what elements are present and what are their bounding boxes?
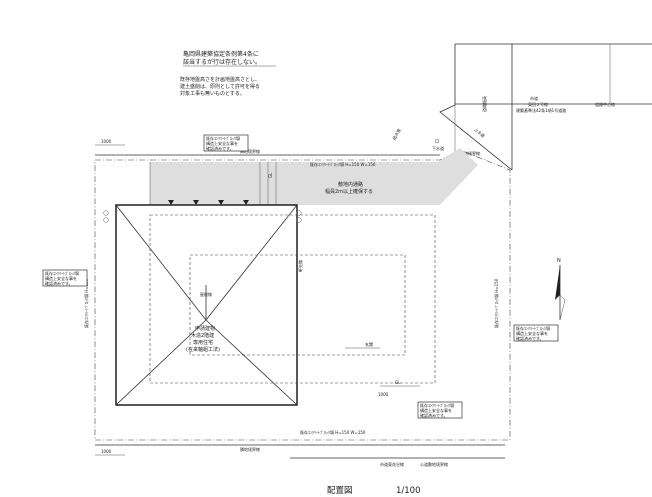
building-outline (115, 204, 298, 406)
second-note-line-1: 既存地盤高さを計画地盤高さとし、 (180, 76, 260, 83)
right-note-mid-2: 構造上安全な事を (516, 330, 548, 336)
corner-marker-4 (296, 217, 302, 223)
dim-top-row: 既存ｺﾝｸﾘｰﾄﾌﾞﾛｯｸ塀 H=150 W=150 (310, 161, 376, 167)
right-note-mid: 既存ｺﾝｸﾘｰﾄﾌﾞﾛｯｸ塀 構造上安全な事を 確認済みです。 (513, 324, 559, 342)
drawing-title-block: 配置図 1/100 (327, 486, 421, 496)
eave-dashed-outer (149, 214, 436, 384)
right-road-label-2: 東田２号線 (528, 101, 548, 107)
right-note-low-box (417, 401, 463, 419)
left-note-upper-2: 構造上安全な事を (206, 140, 238, 146)
road-edge-left (439, 44, 513, 171)
water-pipe-label: 給水管 (391, 127, 402, 140)
right-edge-label: 道路中心線 (595, 101, 615, 107)
right-road-width-label: 道路幅員 (481, 96, 487, 112)
north-arrow-right (559, 294, 566, 321)
corner-marker-3 (296, 210, 302, 216)
vertical-dims: 既存ｺﾝｸﾘｰﾄﾌﾞﾛｯｸ塀 H=150 既存ｺﾝｸﾘｰﾄﾌﾞﾛｯｸ塀 H=15… (83, 278, 499, 328)
right-note-low: 既存ｺﾝｸﾘｰﾄﾌﾞﾛｯｸ塀 構造上安全な事を 確認済みです。 (417, 401, 463, 419)
top-boundary-label: 隣地境界線 (240, 148, 260, 154)
second-note-line-3: 対象工事も無いものとする。 (180, 90, 245, 97)
top-note-line-1: 亀岡県建築協定条例第4条に (183, 50, 259, 58)
downspout-2 (193, 200, 199, 205)
gl-label: GL (395, 380, 401, 385)
right-note-low-1: 既存ｺﾝｸﾘｰﾄﾌﾞﾛｯｸ塀 (420, 402, 454, 408)
corner-marker-2 (103, 217, 109, 223)
bottom-lane-label-2: 公道敷地境界線 (420, 461, 448, 467)
roof-label: 屋根線 (200, 291, 212, 297)
inlet-marker (434, 138, 440, 144)
downspout-3 (218, 200, 224, 205)
right-road-label-1: 市道 (530, 95, 538, 101)
building-label-4: (在来軸組工法) (186, 346, 220, 353)
eave-dashed-inner (189, 254, 406, 356)
left-note-lower-box (42, 269, 88, 287)
top-note-line-2: 該当するが行は存在しない。 (183, 58, 261, 66)
left-vertical-dim: 既存ｺﾝｸﾘｰﾄﾌﾞﾛｯｸ塀 H=150 (83, 278, 89, 328)
right-note-mid-box (513, 324, 559, 342)
right-note-low-3: 確認済みです。 (420, 412, 448, 418)
bottom-center-measure: 1000 (378, 392, 389, 397)
inlet-label: 下水道 (432, 145, 444, 151)
corner-marker-1 (103, 210, 109, 216)
right-road-label-3: 建築基準法42条1項1号道路 (516, 107, 566, 113)
left-note-lower-1: 既存ｺﾝｸﾘｰﾄﾌﾞﾛｯｸ塀 (45, 270, 79, 276)
building-label-3: 専用住宅 (193, 339, 213, 346)
roof-hip-tr (205, 204, 298, 321)
driveway: 敷地内通路 幅員2m以上確保する (149, 148, 478, 205)
left-note-lower-3: 確認済みです。 (45, 280, 73, 286)
right-note-mid-3: 確認済みです。 (516, 335, 544, 341)
left-note-upper-1: 既存ｺﾝｸﾘｰﾄﾌﾞﾛｯｸ塀 (206, 135, 240, 141)
bottom-boundary-label: 隣地境界線 (240, 446, 260, 452)
north-arrow: N (555, 258, 566, 321)
site-small-labels: 玄関 GL 下水道 給水管 上水道 GL 1000 (268, 126, 486, 397)
right-vertical-dim: 既存ｺﾝｸﾘｰﾄﾌﾞﾛｯｸ塀 H=150 (493, 278, 499, 328)
eave-line-label: 軒先線 (297, 260, 303, 272)
drawing-scale: 1/100 (396, 486, 421, 496)
top-measure: 1000 (101, 139, 112, 144)
site-boundary-line (94, 149, 511, 441)
road-inner-label-2: 幅員2m以上確保する (325, 188, 373, 195)
site-boundary (94, 149, 511, 441)
roof-hip-tl (115, 204, 207, 321)
boundary-lines: 隣地境界線 1000 隣地境界線 1000 既存ｺﾝｸﾘｰﾄﾌﾞﾛｯｸ塀 H=1… (95, 139, 505, 456)
left-note-upper: 既存ｺﾝｸﾘｰﾄﾌﾞﾛｯｸ塀 構造上安全な事を 確認済みです。 (203, 134, 249, 152)
right-road-area: 市道 東田２号線 建築基準法42条1項1号道路 道路中心線 道路幅員 道路境界線 (439, 43, 652, 171)
roof-hip-bl (115, 319, 207, 406)
second-note: 既存地盤高さを計画地盤高さとし、 建土盛削は、原則として許可を得る 対象工事も無… (180, 76, 260, 97)
bottom-lane: 市道東花谷線 公道敷地境界線 (290, 457, 505, 467)
building: 屋根線 申請建物 木造2階建 専用住宅 (在来軸組工法) 軒先線 (103, 200, 436, 406)
downspout-4 (243, 200, 249, 205)
left-note-upper-3: 確認済みです。 (206, 145, 234, 151)
drawing-title: 配置図 (327, 486, 353, 496)
north-arrow-head (555, 265, 560, 300)
north-label: N (557, 258, 561, 264)
right-note-low-2: 構造上安全な事を (420, 407, 452, 413)
top-note: 亀岡県建築協定条例第4条に 該当するが行は存在しない。 (183, 50, 276, 67)
second-note-line-2: 建土盛削は、原則として許可を得る (180, 83, 260, 90)
bottom-measure: 1000 (101, 449, 112, 454)
downspout-1 (168, 200, 174, 205)
left-note-lower: 既存ｺﾝｸﾘｰﾄﾌﾞﾛｯｸ塀 構造上安全な事を 確認済みです。 (42, 269, 88, 287)
building-label-2: 木造2階建 (191, 332, 214, 339)
driveway-fill (150, 148, 478, 205)
gas-meter-label: 上水道 (473, 126, 486, 138)
road-boundary-label: 道路境界線 (460, 150, 480, 156)
roof-hip-br (205, 319, 298, 406)
left-note-upper-box (203, 134, 249, 152)
building-label-1: 申請建物 (195, 325, 215, 332)
bottom-lane-label-1: 市道東花谷線 (380, 461, 404, 467)
road-inner-label-1: 敷地内通路 (338, 181, 363, 188)
approach-label: 玄関 (365, 341, 373, 347)
left-note-lower-2: 構造上安全な事を (45, 275, 77, 281)
dim-bottom-row: 既存ｺﾝｸﾘｰﾄﾌﾞﾛｯｸ塀 H=150 W=150 (300, 429, 366, 435)
right-note-mid-1: 既存ｺﾝｸﾘｰﾄﾌﾞﾛｯｸ塀 (516, 325, 550, 331)
gl-mark: GL (268, 172, 273, 178)
